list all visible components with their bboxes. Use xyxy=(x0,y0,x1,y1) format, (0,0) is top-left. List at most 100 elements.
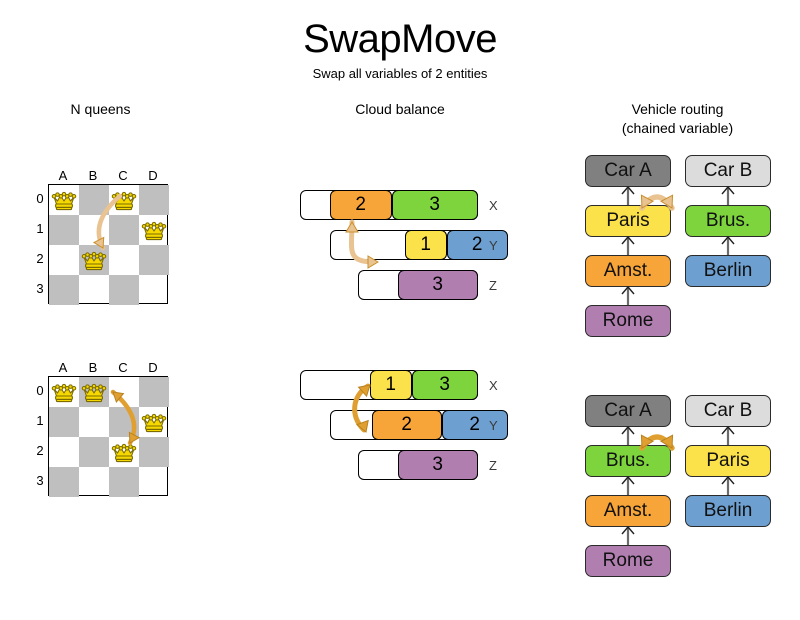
vehicle-node-car-b[interactable]: Car B xyxy=(685,395,771,427)
queen-D1[interactable] xyxy=(141,220,167,242)
queen-icon xyxy=(141,221,167,241)
chess-cell-D3[interactable] xyxy=(139,467,169,497)
cloud-computer-row-z[interactable]: 3 xyxy=(358,269,478,300)
queen-icon xyxy=(81,251,107,271)
chess-cell-C3[interactable] xyxy=(109,467,139,497)
chess-cell-D0[interactable] xyxy=(139,185,169,215)
vehicle-node-car-a[interactable]: Car A xyxy=(585,155,671,187)
cloud-process-y-1[interactable]: 2 xyxy=(371,409,442,440)
file-label-c: C xyxy=(118,360,128,375)
vehicle-node-label: Berlin xyxy=(703,260,753,281)
cloud-computer-label-z: Z xyxy=(489,278,497,293)
cloud-process-value: 3 xyxy=(432,453,443,475)
cloud-process-x-1[interactable]: 2 xyxy=(329,189,392,220)
vehicle-node-berlin[interactable]: Berlin xyxy=(685,255,771,287)
cloud-process-z-1[interactable]: 3 xyxy=(397,269,478,300)
queen-A0[interactable] xyxy=(51,190,77,212)
file-label-d: D xyxy=(148,168,158,183)
cloud-process-x-2[interactable]: 3 xyxy=(411,369,478,400)
vehicle-node-paris[interactable]: Paris xyxy=(585,205,671,237)
chess-cell-A1[interactable] xyxy=(49,407,79,437)
section-vehicle-routing: Vehicle routing (chained variable) Car A… xyxy=(560,100,795,577)
chess-cell-D2[interactable] xyxy=(139,245,169,275)
chess-cell-B3[interactable] xyxy=(79,275,109,305)
cloud-process-value: 3 xyxy=(429,193,440,215)
queen-B2[interactable] xyxy=(81,250,107,272)
chess-cell-A3[interactable] xyxy=(49,467,79,497)
cloud-process-y-1[interactable]: 1 xyxy=(404,229,447,260)
chess-cell-C1[interactable] xyxy=(109,215,139,245)
chess-cell-A3[interactable] xyxy=(49,275,79,305)
chess-cell-B3[interactable] xyxy=(79,467,109,497)
vehicle-node-label: Amst. xyxy=(603,260,653,281)
chess-cell-A2[interactable] xyxy=(49,437,79,467)
chess-cell-C3[interactable] xyxy=(109,275,139,305)
cloud-process-y-2[interactable]: 2 xyxy=(446,229,508,260)
rank-label-0: 0 xyxy=(36,383,44,398)
queen-A0[interactable] xyxy=(51,382,77,404)
chessboard-file-labels: A B C D xyxy=(48,360,168,376)
chess-cell-C0[interactable] xyxy=(109,377,139,407)
vehicle-node-berlin[interactable]: Berlin xyxy=(685,495,771,527)
queen-icon xyxy=(51,383,77,403)
chess-cell-C2[interactable] xyxy=(109,245,139,275)
vehicle-node-amst[interactable]: Amst. xyxy=(585,255,671,287)
queen-icon xyxy=(81,383,107,403)
file-label-d: D xyxy=(148,360,158,375)
cloud-process-x-1[interactable]: 1 xyxy=(369,369,412,400)
rank-label-0: 0 xyxy=(36,191,44,206)
cloud-computer-label-z: Z xyxy=(489,458,497,473)
cloud-balance-heading: Cloud balance xyxy=(355,101,445,117)
queen-C2[interactable] xyxy=(111,442,137,464)
vehicle-node-rome[interactable]: Rome xyxy=(585,545,671,577)
chess-cell-D0[interactable] xyxy=(139,377,169,407)
swap-arrow xyxy=(352,383,371,433)
vehicle-node-rome[interactable]: Rome xyxy=(585,305,671,337)
file-label-b: B xyxy=(88,168,98,183)
rank-label-3: 3 xyxy=(36,473,44,488)
chessboard-grid[interactable] xyxy=(48,376,169,497)
queen-B0[interactable] xyxy=(81,382,107,404)
vehicle-node-label: Paris xyxy=(706,450,750,471)
chess-cell-B2[interactable] xyxy=(79,437,109,467)
chessboard-grid[interactable] xyxy=(48,184,169,305)
chess-cell-A1[interactable] xyxy=(49,215,79,245)
cloud-computer-label-y: Y xyxy=(489,238,498,253)
chess-cell-D2[interactable] xyxy=(139,437,169,467)
rank-label-1: 1 xyxy=(36,413,44,428)
cloud-process-y-2[interactable]: 2 xyxy=(441,409,508,440)
vehicle-node-label: Car B xyxy=(703,400,753,421)
file-label-b: B xyxy=(88,360,98,375)
cloud-computer-row-z[interactable]: 3 xyxy=(358,449,478,480)
vehicle-node-amst[interactable]: Amst. xyxy=(585,495,671,527)
chess-cell-B1[interactable] xyxy=(79,215,109,245)
vehicle-node-label: Brus. xyxy=(705,210,751,231)
vehicle-node-brus[interactable]: Brus. xyxy=(585,445,671,477)
vehicle-node-car-b[interactable]: Car B xyxy=(685,155,771,187)
chess-cell-B0[interactable] xyxy=(79,185,109,215)
queen-C0[interactable] xyxy=(111,190,137,212)
chess-cell-C1[interactable] xyxy=(109,407,139,437)
chess-cell-A2[interactable] xyxy=(49,245,79,275)
chess-cell-B1[interactable] xyxy=(79,407,109,437)
queen-icon xyxy=(141,413,167,433)
page-subtitle: Swap all variables of 2 entities xyxy=(312,66,488,81)
queen-D1[interactable] xyxy=(141,412,167,434)
cloud-process-x-2[interactable]: 3 xyxy=(391,189,478,220)
page-title: SwapMove xyxy=(303,17,497,61)
cloud-process-z-1[interactable]: 3 xyxy=(397,449,478,480)
file-label-a: A xyxy=(58,360,68,375)
vehicle-node-paris[interactable]: Paris xyxy=(685,445,771,477)
vehicle-node-label: Car A xyxy=(604,160,652,181)
vehicle-node-brus[interactable]: Brus. xyxy=(685,205,771,237)
rank-label-1: 1 xyxy=(36,221,44,236)
vehicle-node-car-a[interactable]: Car A xyxy=(585,395,671,427)
rank-label-3: 3 xyxy=(36,281,44,296)
chess-cell-D3[interactable] xyxy=(139,275,169,305)
